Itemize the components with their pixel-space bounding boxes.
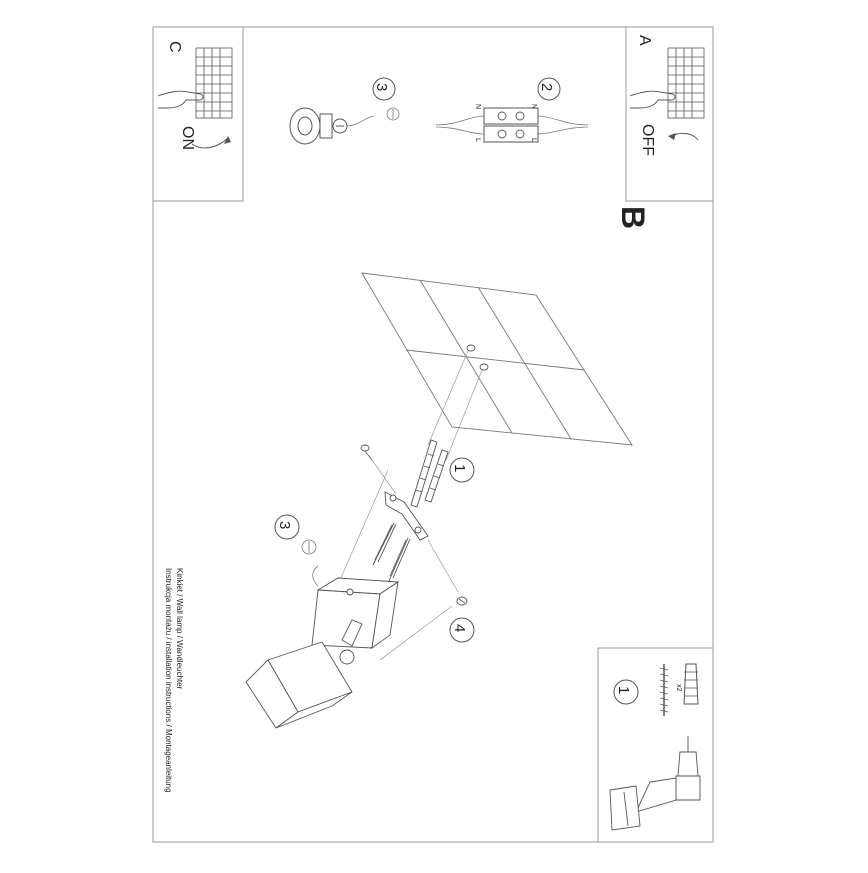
fuse-box-illustration (195, 47, 233, 119)
wire-label-l-right: L (530, 138, 537, 142)
outer-frame (152, 26, 714, 843)
ground-symbol-icon (301, 539, 317, 555)
step-3-number: 3 (373, 83, 390, 91)
wire-label-n-left: N (474, 104, 481, 109)
terminal-block (483, 125, 539, 143)
wiring-detail: 2 N L N L (435, 77, 589, 143)
panel-a-letter: A (636, 35, 653, 46)
small-screw (360, 444, 373, 461)
step-2-number: 2 (538, 83, 555, 91)
lamp-head (245, 641, 353, 729)
grounding-detail: 3 (289, 77, 400, 145)
panel-a-frame (625, 26, 714, 202)
ground-symbol-icon (386, 107, 400, 121)
bottom-screw (456, 596, 468, 606)
panel-c-letter: C (166, 41, 183, 53)
step-3-circle-middle (274, 514, 300, 540)
step-1-number: 1 (451, 464, 468, 472)
caption-line-1: Instrukcja montażu / installation instru… (164, 568, 173, 793)
cable-icon (312, 565, 319, 587)
caption-line-2: Kinkiet / Wall lamp / Wandleuchter (175, 568, 184, 690)
lamp-base (311, 577, 400, 649)
grounding-ring (289, 107, 321, 145)
drill-hole (479, 363, 489, 371)
lamp-arm (339, 619, 363, 665)
step-3-number-middle: 3 (276, 521, 293, 529)
parts-box-frame (597, 647, 714, 843)
long-screws (372, 522, 411, 582)
quantity-label: x2 (675, 684, 682, 692)
terminal-block (483, 107, 539, 125)
step-2-circle (537, 77, 561, 101)
wire-label-l-left: L (474, 138, 481, 142)
arrow-head-icon (668, 133, 676, 140)
step-3-circle (372, 77, 396, 101)
panel-c: C ON (152, 26, 244, 202)
step-1-circle (449, 457, 475, 483)
fuse-box-illustration (667, 47, 705, 119)
drill-icon (609, 736, 701, 831)
parts-step-number: 1 (615, 686, 632, 694)
section-b-letter: B (615, 206, 651, 229)
wall-plug-icon (683, 663, 699, 705)
parts-box: 1 x2 (597, 647, 714, 843)
wall-grid (361, 272, 633, 446)
rotate-arrow-icon (671, 132, 699, 141)
panel-a: A OFF (625, 26, 714, 202)
rotate-arrow-icon (191, 137, 229, 149)
mounting-bracket (384, 491, 429, 541)
panel-c-label: ON (179, 126, 196, 150)
parts-step-circle (613, 679, 639, 705)
wall-plugs (410, 439, 449, 508)
panel-c-frame (152, 26, 244, 202)
arrow-head-icon (224, 136, 231, 144)
step-4-number: 4 (451, 624, 468, 632)
drill-hole (466, 344, 476, 352)
wire-label-n-right: N (530, 104, 537, 109)
step-4-circle (449, 617, 475, 643)
hand-icon (157, 90, 204, 109)
hand-icon (629, 90, 676, 109)
panel-a-label: OFF (639, 124, 656, 156)
